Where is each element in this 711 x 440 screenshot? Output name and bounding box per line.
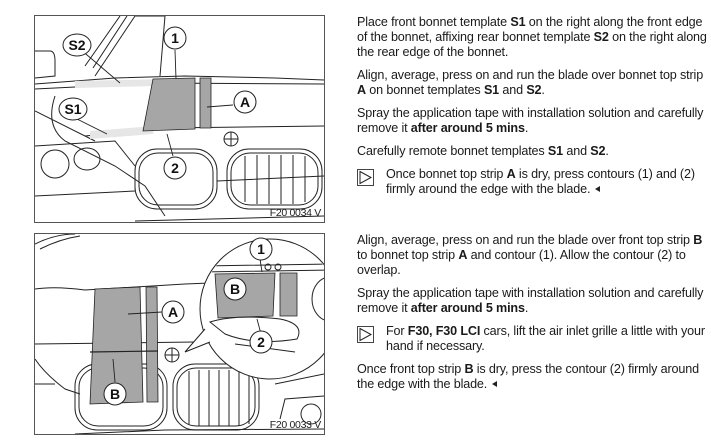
figure-front-strip: 1 B A 2 B F20 0033 V	[34, 233, 325, 435]
instructions-section-2: Align, average, press on and run the bla…	[357, 233, 707, 400]
text: cars, lift the air inlet grille a little…	[386, 324, 705, 353]
text: .	[605, 144, 609, 158]
callout-label: 1	[257, 241, 265, 257]
bold-text: S2	[590, 144, 606, 158]
note: Once bonnet top strip A is dry, press co…	[357, 167, 707, 197]
text: and contour (1). Allow the contour (2) t…	[357, 248, 686, 277]
end-marker-icon	[492, 381, 498, 387]
bold-text: after around 5 mins	[410, 121, 525, 135]
bonnet-illustration: S2 1 S1 A 2	[35, 16, 324, 222]
callout-label: 2	[257, 334, 265, 350]
text: Align, average, press on and run the bla…	[357, 68, 704, 82]
bold-text: S1	[483, 83, 500, 97]
figure-code: F20 0033 V	[269, 419, 322, 431]
figure-code: F20 0034 V	[269, 207, 322, 219]
text: Once bonnet top strip	[386, 167, 507, 181]
callout-b-inset: B	[223, 277, 247, 301]
bold-text: S2	[526, 83, 542, 97]
text: For	[386, 324, 408, 338]
callout-1: 1	[163, 26, 187, 50]
bold-text: A	[506, 167, 516, 181]
text: and	[563, 144, 591, 158]
bold-text: S1	[547, 144, 564, 158]
text: on bonnet templates	[365, 83, 484, 97]
note: For F30, F30 LCI cars, lift the air inle…	[357, 324, 707, 354]
text: Place front bonnet template	[357, 15, 511, 29]
text: is dry, press contours (1) and (2) firml…	[386, 167, 695, 196]
callout-label: 1	[171, 30, 179, 46]
bold-text: B	[464, 362, 474, 376]
text: Spray the application tape with installa…	[357, 286, 704, 315]
instruction-paragraph: Spray the application tape with installa…	[357, 106, 707, 136]
bold-text: F30, F30 LCI	[407, 324, 481, 338]
instruction-paragraph: Align, average, press on and run the bla…	[357, 68, 707, 98]
bold-text: after around 5 mins	[410, 301, 525, 315]
text: Spray the application tape with installa…	[357, 106, 704, 135]
instructions-section-1: Place front bonnet template S1 on the ri…	[357, 15, 707, 205]
instruction-paragraph: Spray the application tape with installa…	[357, 286, 707, 316]
text: and	[499, 83, 527, 97]
callout-label: A	[168, 304, 178, 320]
bold-text: B	[693, 233, 703, 247]
callout-2: 2	[163, 156, 187, 180]
text: on the right along the rear edge of the …	[357, 30, 707, 59]
instruction-paragraph: Once front top strip B is dry, press the…	[357, 362, 707, 392]
callout-2: 2	[249, 330, 273, 354]
callout-b: B	[103, 382, 127, 406]
text: Align, average, press on and run the bla…	[357, 233, 694, 247]
instruction-paragraph: Place front bonnet template S1 on the ri…	[357, 15, 707, 60]
text: Once front top strip	[357, 362, 465, 376]
callout-label: 2	[171, 160, 179, 176]
bold-text: A	[357, 83, 366, 97]
text: on the right along the front edge of the…	[357, 15, 703, 44]
callout-label: S2	[68, 37, 85, 53]
bold-text: S2	[593, 30, 609, 44]
text: .	[524, 121, 529, 135]
callout-label: B	[110, 386, 120, 402]
text: is dry, press the contour (2) firmly aro…	[357, 362, 699, 391]
callout-label: B	[230, 281, 240, 297]
callout-a: A	[233, 90, 257, 114]
text: to bonnet top strip	[357, 248, 459, 262]
note-triangle-icon	[357, 326, 374, 343]
callout-a: A	[161, 300, 185, 324]
callout-s2: S2	[62, 33, 92, 57]
instruction-paragraph: Carefully remote bonnet templates S1 and…	[357, 144, 707, 159]
end-marker-icon	[595, 186, 601, 192]
note-triangle-icon	[357, 169, 374, 186]
callout-1: 1	[249, 237, 273, 261]
text: .	[524, 301, 529, 315]
callout-s1: S1	[58, 97, 88, 121]
callout-label: S1	[64, 101, 81, 117]
bold-text: S1	[510, 15, 526, 29]
text: .	[541, 83, 545, 97]
front-strip-illustration: 1 B A 2 B	[35, 234, 324, 434]
callout-label: A	[240, 94, 250, 110]
figure-bonnet-templates: S2 1 S1 A 2 F20 0034 V	[34, 15, 325, 223]
text: Carefully remote bonnet templates	[357, 144, 548, 158]
bold-text: A	[458, 248, 468, 262]
instruction-paragraph: Align, average, press on and run the bla…	[357, 233, 707, 278]
